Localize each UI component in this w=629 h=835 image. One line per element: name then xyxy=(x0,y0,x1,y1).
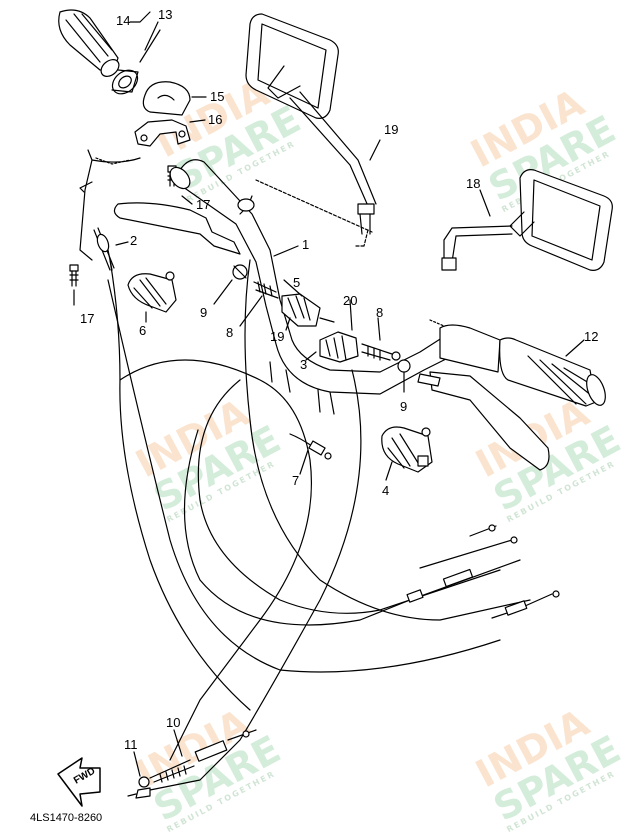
callout-1: 1 xyxy=(302,237,310,252)
callout-10: 10 xyxy=(166,715,181,730)
cable-adjuster-8-left xyxy=(253,281,279,299)
callout-9: 9 xyxy=(400,399,408,414)
callout-14: 14 xyxy=(116,13,131,28)
cable-end-7 xyxy=(289,433,332,460)
callout-5: 5 xyxy=(293,275,301,290)
adjuster-10 xyxy=(149,729,257,783)
callout-13: 13 xyxy=(158,7,173,22)
throttle-housing-cap xyxy=(142,81,191,116)
callout-9: 9 xyxy=(200,305,208,320)
switch-right xyxy=(381,426,433,473)
callout-3: 3 xyxy=(300,357,308,372)
callout-8: 8 xyxy=(226,325,234,340)
callout-16: 16 xyxy=(208,112,223,127)
callout-18: 18 xyxy=(466,176,481,191)
callout-12: 12 xyxy=(584,329,599,344)
callout-17: 17 xyxy=(196,197,211,212)
handlebar xyxy=(169,159,461,415)
callout-2: 2 xyxy=(130,233,138,248)
callout-15: 15 xyxy=(210,89,225,104)
bolt-9-right xyxy=(397,359,411,393)
screw xyxy=(69,264,79,287)
callout-19: 19 xyxy=(384,122,399,137)
adjuster-11 xyxy=(127,776,151,799)
switch-left xyxy=(127,271,177,313)
throttle-grip xyxy=(58,9,139,95)
callout-19: 19 xyxy=(270,329,285,344)
bolt-9-left xyxy=(232,264,248,280)
callout-7: 7 xyxy=(292,473,300,488)
grip-right xyxy=(417,324,606,471)
document-code: 4LS1470-8260 xyxy=(30,812,103,824)
fwd-arrow-icon xyxy=(57,757,101,807)
lever-left xyxy=(113,202,241,255)
cable-loops xyxy=(107,259,531,791)
callout-20: 20 xyxy=(343,293,358,308)
cable-adjuster-8-right xyxy=(361,343,401,361)
callout-11: 11 xyxy=(124,737,138,752)
boot-19 xyxy=(281,293,335,327)
mirror-right xyxy=(441,169,613,271)
callout-17: 17 xyxy=(80,311,95,326)
callout-4: 4 xyxy=(382,483,390,498)
callout-6: 6 xyxy=(139,323,147,338)
throttle-bracket xyxy=(134,119,191,147)
callout-8: 8 xyxy=(376,305,384,320)
cable-fittings xyxy=(406,524,560,619)
boot-3 xyxy=(319,331,359,363)
mirror-left xyxy=(245,13,377,235)
